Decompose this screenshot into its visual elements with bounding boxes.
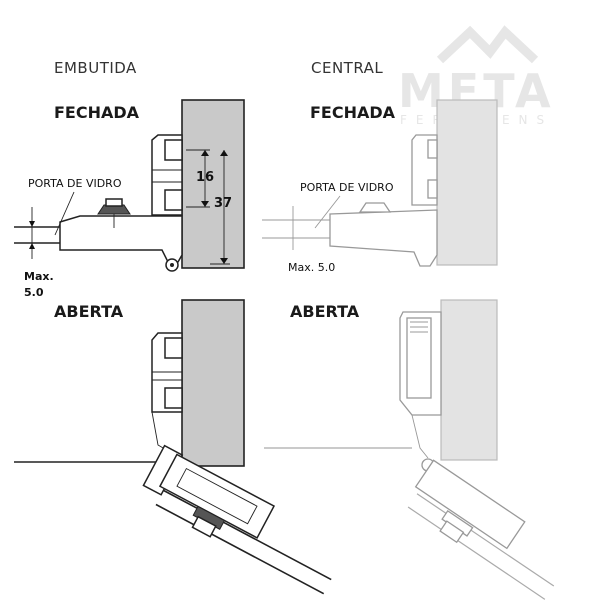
central-closed-drawing: PORTA DE VIDRO Max. 5.0 (262, 99, 498, 274)
cabinet-side-panel (181, 99, 245, 269)
hinge-clamp-body-central (329, 209, 438, 267)
dimension-16: 16 (196, 170, 214, 185)
embutida-closed-drawing: 16 37 PORTA DE VIDRO Max. 5.0 (14, 99, 245, 299)
section-title-central: CENTRAL (311, 59, 383, 77)
max-thickness-label-line2: 5.0 (24, 286, 44, 299)
hinge-fixing-block-top (164, 139, 183, 161)
dimension-37: 37 (214, 196, 232, 211)
cabinet-side-panel-central-open (440, 299, 498, 461)
max-thickness-label-line1: Max. (24, 270, 54, 283)
clamp-screw-icon (97, 204, 131, 215)
brand-mark-icon (436, 25, 539, 64)
embutida-open-drawing (14, 299, 332, 595)
label-open-embutida: ABERTA (54, 302, 124, 321)
cabinet-side-panel-central (436, 99, 498, 266)
hinge-clamp-body (59, 215, 183, 263)
opened-door-assembly (142, 444, 332, 595)
label-closed-central: FECHADA (310, 103, 396, 122)
max-thickness-label-central: Max. 5.0 (288, 261, 335, 274)
hinge-fixing-block-bottom (164, 189, 183, 211)
glass-door-open-top (163, 489, 332, 581)
glass-door-label-central: PORTA DE VIDRO (300, 181, 394, 194)
section-title-embutida: EMBUTIDA (54, 59, 137, 77)
brand-watermark: META FERRAGENS (398, 25, 551, 127)
label-open-central: ABERTA (290, 302, 360, 321)
glass-door-label: PORTA DE VIDRO (28, 177, 122, 190)
label-closed-embutida: FECHADA (54, 103, 140, 122)
clamp-screw-central-icon (358, 202, 392, 213)
cabinet-side-panel-open (181, 299, 245, 467)
spring-coil-icon (410, 321, 428, 333)
central-open-drawing (264, 299, 555, 600)
glass-door-open-bottom (155, 503, 325, 595)
opened-door-assembly-central (407, 459, 555, 600)
